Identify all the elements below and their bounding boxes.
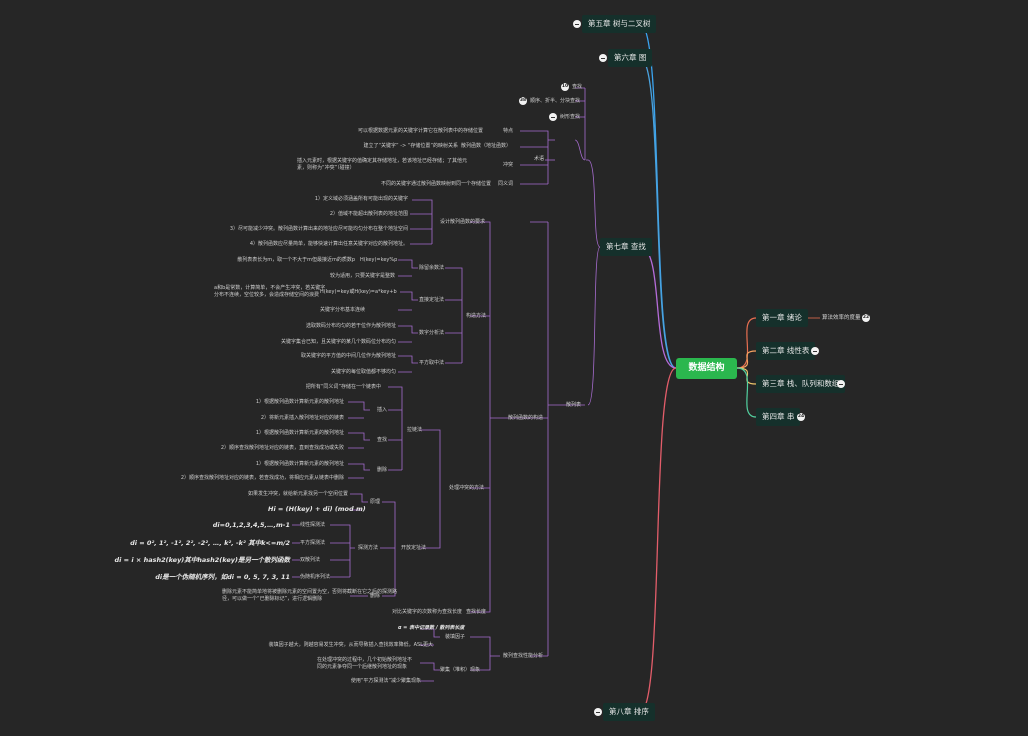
handle-label[interactable]: 处理冲突的方法 (449, 485, 485, 491)
open-remove-label[interactable]: 删除 (370, 593, 381, 599)
chain-insert-1[interactable]: 1）根据散列函数计算新元素的散列地址 (255, 399, 344, 405)
chain-find-1[interactable]: 1）根据散列函数计算新元素的散列地址 (255, 430, 344, 436)
term-func-label[interactable]: 散列函数（地址函数） (461, 143, 512, 149)
hash-construct-root[interactable]: 散列函数的构造 (508, 415, 544, 421)
chain-delete-1[interactable]: 1）根据散列函数计算新元素的散列地址 (255, 461, 344, 467)
chain-insert-label[interactable]: 插入 (377, 407, 388, 413)
collapse-icon[interactable] (811, 347, 819, 355)
term-synonym-label[interactable]: 同义词 (498, 181, 514, 187)
root-node[interactable]: 数据结构 (676, 358, 737, 379)
construct-mod-label[interactable]: 除留余数法 (419, 265, 445, 271)
collapse-icon[interactable] (599, 54, 607, 62)
chapter-7-node[interactable]: 第七章 查找 (600, 238, 652, 256)
open-principle-label[interactable]: 原理 (370, 499, 381, 505)
construct-direct-desc-1[interactable]: a和b是常数，计算简单，不会产生冲突，若关键字 (214, 285, 326, 291)
collapse-icon[interactable] (573, 20, 581, 28)
perf-cluster-desc-2[interactable]: 同的元素争夺同一个后继散列地址的现象 (317, 664, 408, 670)
term-label[interactable]: 术语 (534, 156, 545, 162)
term-func-desc[interactable]: 建立了“关键字” -> “存储位置”的映射关系 (363, 143, 458, 149)
method-pseudo-label[interactable]: 伪随机序列法 (300, 574, 331, 580)
method-quad-label[interactable]: 平方探测法 (300, 540, 326, 546)
length-label[interactable]: 查找长度 (466, 609, 487, 615)
chain-find-label[interactable]: 查找 (377, 437, 388, 443)
construct-square-note[interactable]: 关键字的每位取值都不够均匀 (330, 369, 396, 375)
term-feature-desc[interactable]: 可以根据数据元素的关键字计算它在散列表中的存储位置 (357, 128, 483, 134)
search-block-count-badge[interactable]: 38 (519, 97, 527, 105)
open-remove-desc-2[interactable]: 径，可以做一个“已删除标记”，进行逻辑删除 (222, 596, 323, 602)
open-methods-label[interactable]: 探测方法 (358, 545, 379, 551)
construct-square-desc[interactable]: 取关键字的平方值的中间几位作为散列地址 (300, 353, 396, 359)
chain-delete-label[interactable]: 删除 (377, 467, 388, 473)
chain-find-2[interactable]: 2）顺序查找散列地址对应的链表，直到查找成功或失败 (220, 445, 344, 451)
perf-cluster-note[interactable]: 使用“平方探测法”减少聚集现象 (350, 678, 421, 684)
construct-direct-formula[interactable]: H(key)=key或H(key)=a*key+b (320, 289, 397, 295)
design-rule-3[interactable]: 3）尽可能减少冲突。散列函数计算出来的地址应尽可能均匀分布在整个地址空间 (229, 226, 408, 232)
open-label[interactable]: 开放定址法 (401, 545, 427, 551)
method-linear-seq[interactable]: di=0,1,2,3,4,5,…,m-1 (212, 521, 290, 529)
perf-load-desc[interactable]: 装填因子越大，则越容易发生冲突，从而导致插入查找效率降低，ASL更大 (268, 642, 433, 648)
open-principle-formula[interactable]: Hi = (H(key) + di) (mod m) (268, 505, 366, 513)
open-remove-desc-1[interactable]: 删除元素不能简单地将被删除元素的空间置为空，否则将截断在它之后的探测路 (222, 589, 398, 595)
chain-label[interactable]: 拉链法 (407, 427, 423, 433)
open-principle-desc[interactable]: 如果发生冲突，就给新元素找另一个空闲位置 (247, 491, 348, 497)
method-quad-seq[interactable]: di = 0², 1², -1², 2², -2², …, k², -k² 其中… (130, 539, 290, 547)
chapter-1-node[interactable]: 第一章 绪论 (756, 309, 808, 327)
construct-mod-desc[interactable]: 散列表表长为m，取一个不大于m但最接近m的质数p (237, 257, 355, 263)
method-linear-label[interactable]: 线性探测法 (300, 522, 326, 528)
term-conflict-label[interactable]: 冲突 (503, 162, 514, 168)
chapter-1-subtopic[interactable]: 算法效率的度量 (822, 315, 861, 321)
search-seq-label[interactable]: 查找 (572, 84, 583, 90)
chapter-2-node[interactable]: 第二章 线性表 (756, 342, 816, 360)
search-seq-count-badge[interactable]: 10 (561, 83, 569, 91)
collapse-icon[interactable] (837, 380, 845, 388)
term-conflict-desc-1[interactable]: 插入元素时，根据关键字的值确定其存储地址，若该地址已经存储；了其他元 (297, 158, 468, 164)
construct-square-label[interactable]: 平方取中法 (419, 360, 445, 366)
chapter-5-node[interactable]: 第五章 树与二叉树 (582, 15, 657, 33)
construct-digit-note[interactable]: 关键字集合已知，且关键字的某几个数码位分布均匀 (280, 339, 396, 345)
chapter-1-count-badge[interactable]: 22 (862, 314, 870, 322)
perf-cluster-desc-1[interactable]: 在处理冲突的过程中，几个初始散列地址不 (317, 657, 413, 663)
chapter-4-node[interactable]: 第四章 串 (756, 408, 801, 426)
design-rule-4[interactable]: 4）散列函数应尽量简单，能够快速计算出任意关键字对应的散列地址。 (249, 241, 408, 247)
construct-label[interactable]: 构造方法 (466, 313, 487, 319)
perf-label[interactable]: 散列查找性能分析 (503, 653, 544, 659)
hash-table-label[interactable]: 散列表 (566, 402, 582, 408)
collapse-icon[interactable] (594, 708, 602, 716)
chain-insert-2[interactable]: 2）将新元素插入散列地址对应的链表 (260, 415, 344, 421)
perf-cluster-label[interactable]: 聚集（堆积）现象 (440, 667, 481, 673)
construct-direct-note[interactable]: 关键字分布基本连续 (320, 307, 366, 313)
method-double-label[interactable]: 双散列法 (300, 557, 321, 563)
chapter-4-count-badge[interactable]: 24 (797, 413, 805, 421)
term-feature-label[interactable]: 特点 (503, 128, 514, 134)
design-rule-1[interactable]: 1）定义域必须涵盖所有可能出现的关键字 (314, 196, 408, 202)
chain-desc[interactable]: 把所有“同义词”存储在一个链表中 (305, 384, 381, 390)
construct-mod-formula[interactable]: H(key)=key%p (360, 257, 398, 263)
construct-digit-label[interactable]: 数字分析法 (419, 330, 445, 336)
chapter-3-node[interactable]: 第三章 栈、队列和数组 (756, 375, 846, 393)
perf-load-formula[interactable]: α = 表中记录数 / 散列表长度 (398, 625, 465, 631)
term-conflict-desc-2[interactable]: 素，则称为“冲突”（碰撞） (297, 165, 355, 171)
search-block-label[interactable]: 顺序、折半、分块查找 (530, 98, 581, 104)
collapse-icon[interactable] (549, 113, 557, 121)
construct-direct-desc-2[interactable]: 分布不连续，空位较多，会造成存储空间的浪费 (214, 292, 320, 298)
design-label[interactable]: 设计散列函数的要求 (440, 219, 486, 225)
method-pseudo-seq[interactable]: di是一个伪随机序列，如di = 0, 5, 7, 3, 11 (155, 573, 290, 581)
design-rule-2[interactable]: 2）值域不能超出散列表的地址范围 (329, 211, 408, 217)
perf-load-label[interactable]: 装填因子 (445, 634, 466, 640)
construct-digit-desc[interactable]: 选取数码分布均匀的若干位作为散列地址 (305, 323, 396, 329)
method-double-seq[interactable]: di = i × hash2(key)其中hash2(key)是另一个散列函数 (114, 556, 290, 564)
chain-delete-2[interactable]: 2）顺序查找散列地址对应的链表，若查找成功，将相应元素从链表中删除 (180, 475, 344, 481)
chapter-6-node[interactable]: 第六章 图 (608, 49, 653, 67)
search-bst-label[interactable]: 树形查找 (560, 114, 581, 120)
construct-direct-label[interactable]: 直接定址法 (419, 297, 445, 303)
length-desc[interactable]: 对比关键字的次数称为查找长度 (391, 609, 462, 615)
chapter-8-node[interactable]: 第八章 排序 (603, 703, 655, 721)
term-synonym-desc[interactable]: 不同的关键字通过散列函数映射到同一个存储位置 (380, 181, 491, 187)
construct-mod-note[interactable]: 较为适用，只要关键字是整数 (330, 273, 396, 279)
